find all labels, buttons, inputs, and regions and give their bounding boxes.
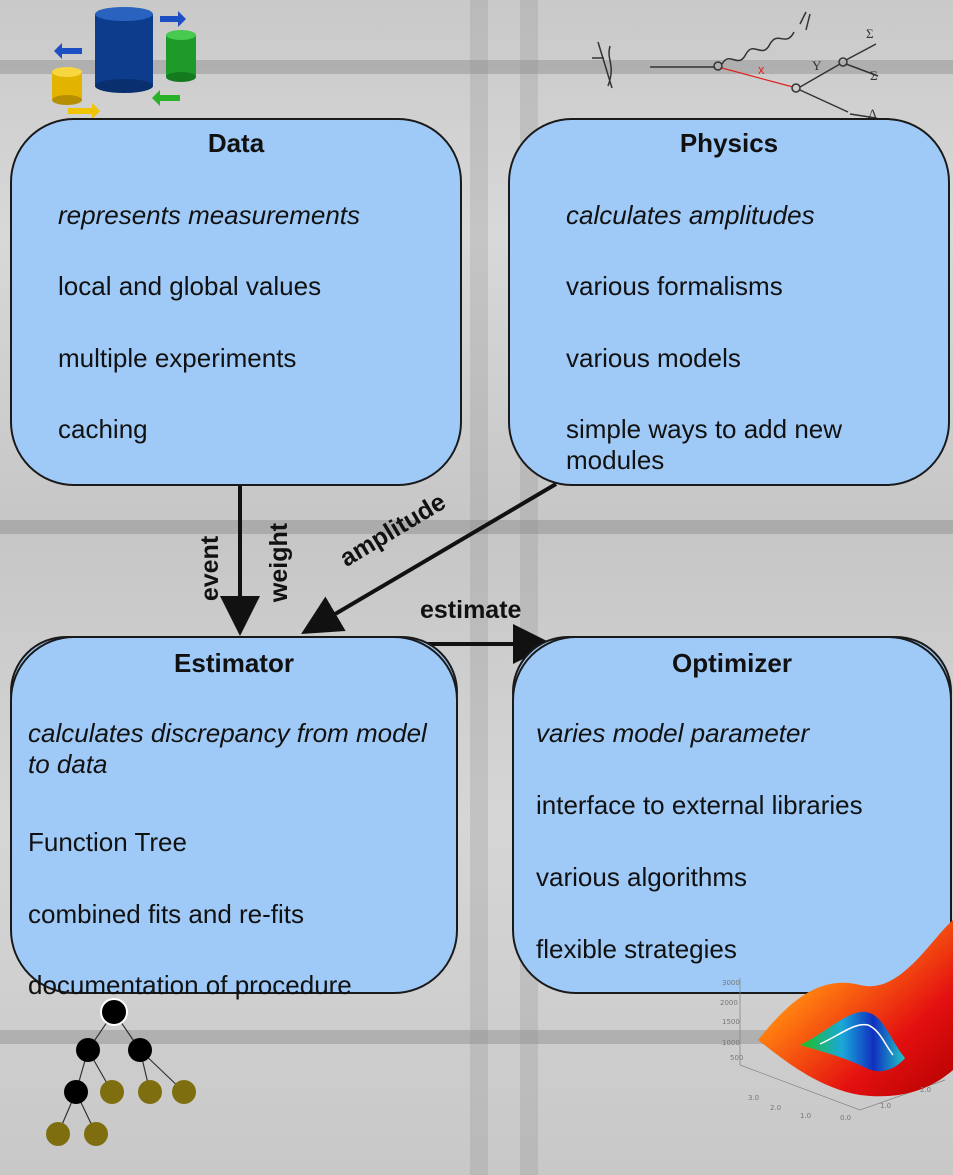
physics-box-line: calculates amplitudes: [566, 200, 815, 230]
optimizer-box-line: interface to external libraries: [536, 790, 863, 820]
background-column: [470, 0, 488, 1175]
optimizer-box-title: Optimizer: [672, 648, 792, 678]
data-box-line: represents measurements: [58, 200, 361, 230]
weight-label: weight: [265, 522, 294, 603]
optimizer-box-body: Optimizer varies model parameter interfa…: [512, 636, 952, 994]
data-box-line: multiple experiments: [58, 343, 297, 373]
physics-box-line: various models: [566, 343, 741, 373]
data-box: Data represents measurements local and g…: [10, 118, 462, 486]
svg-text:2000: 2000: [720, 999, 738, 1007]
estimate-label: estimate: [420, 596, 522, 624]
physics-box-line: simple ways to add new modules: [566, 414, 843, 475]
optimizer-box-line: flexible strategies: [536, 934, 737, 964]
svg-text:Σ: Σ: [866, 26, 874, 41]
estimator-box-line: calculates discrepancy from model to dat…: [28, 718, 427, 779]
data-box-line: local and global values: [58, 271, 322, 301]
background-stripe: [0, 1030, 953, 1044]
estimator-box-title: Estimator: [174, 648, 294, 678]
optimizer-box-line: various algorithms: [536, 862, 747, 892]
event-label: event: [196, 535, 225, 602]
svg-text:2.0: 2.0: [770, 1104, 781, 1112]
physics-box-line: various formalisms: [566, 271, 783, 301]
data-box-line: caching: [58, 414, 148, 444]
svg-text:500: 500: [730, 1054, 743, 1062]
svg-text:2.0: 2.0: [920, 1086, 931, 1094]
physics-box-title: Physics: [679, 128, 779, 158]
estimator-box-line: Function Tree: [28, 827, 187, 857]
estimator-box-line: documentation of procedure: [28, 970, 352, 1000]
svg-text:1.0: 1.0: [800, 1112, 811, 1120]
svg-text:3.0: 3.0: [748, 1094, 759, 1102]
data-box-title: Data: [207, 128, 265, 158]
estimator-box-body: Estimator calculates discrepancy from mo…: [10, 636, 458, 1000]
optimizer-box-line: varies model parameter: [536, 718, 810, 748]
svg-text:1.0: 1.0: [880, 1102, 891, 1110]
estimator-box-line: combined fits and re-fits: [28, 899, 305, 929]
physics-box: Physics calculates amplitudes various fo…: [508, 118, 950, 486]
svg-text:0.0: 0.0: [840, 1114, 851, 1122]
svg-text:1500: 1500: [722, 1018, 740, 1026]
